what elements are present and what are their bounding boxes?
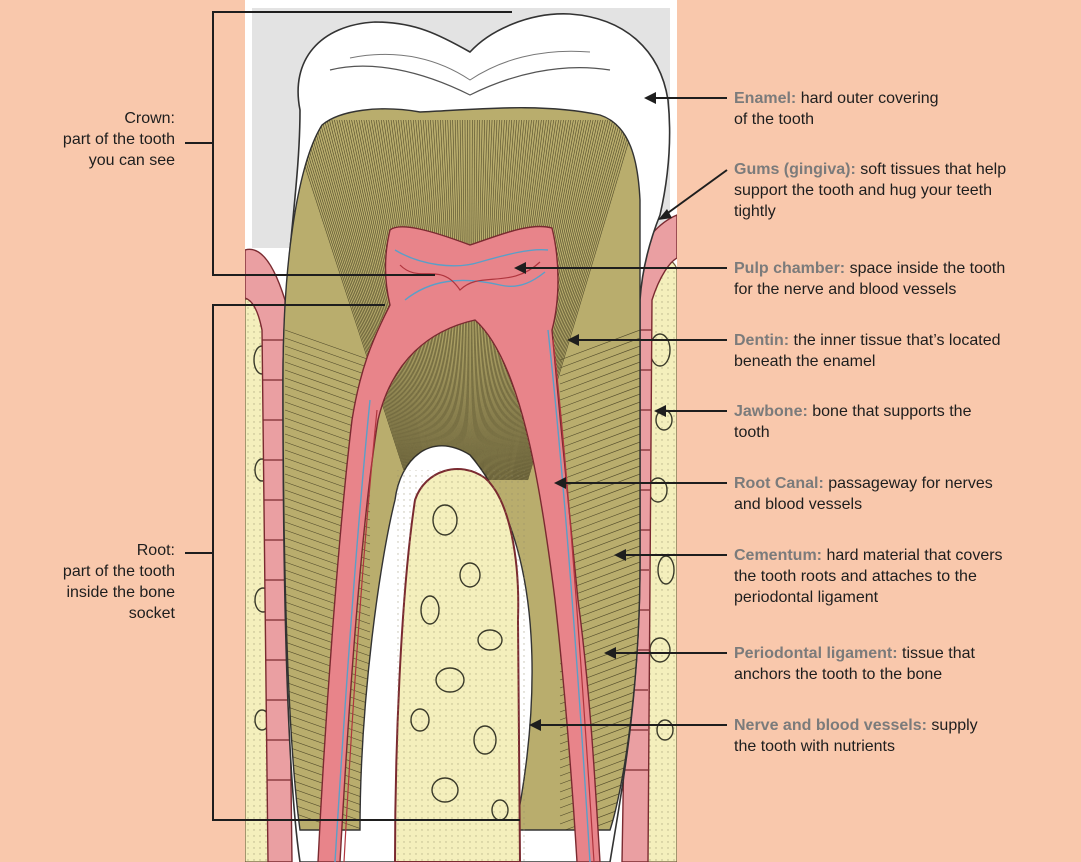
- label-dentin-term: Dentin:: [734, 332, 789, 349]
- label-enamel: Enamel: hard outer covering of the tooth: [734, 88, 1074, 130]
- label-enamel-term: Enamel:: [734, 90, 796, 107]
- label-periodontal-ligament: Periodontal ligament: tissue that anchor…: [734, 643, 1074, 685]
- label-periodontal-ligament-term: Periodontal ligament:: [734, 645, 898, 662]
- label-nerve-vessels: Nerve and blood vessels: supply the toot…: [734, 715, 1074, 757]
- label-cementum-term: Cementum:: [734, 547, 822, 564]
- root-label: Root: part of the tooth inside the bone …: [20, 540, 175, 624]
- crown-label: Crown: part of the tooth you can see: [20, 108, 175, 171]
- label-dentin: Dentin: the inner tissue that’s located …: [734, 330, 1074, 372]
- label-gums-term: Gums (gingiva):: [734, 161, 856, 178]
- label-pulp-chamber: Pulp chamber: space inside the tooth for…: [734, 258, 1074, 300]
- label-pulp-chamber-term: Pulp chamber:: [734, 260, 845, 277]
- label-nerve-vessels-term: Nerve and blood vessels:: [734, 717, 927, 734]
- inter-root-bone-illustration: [395, 469, 525, 862]
- label-root-canal: Root Canal: passageway for nerves and bl…: [734, 473, 1074, 515]
- label-root-canal-term: Root Canal:: [734, 475, 824, 492]
- label-gums: Gums (gingiva): soft tissues that help s…: [734, 159, 1074, 222]
- label-cementum: Cementum: hard material that covers the …: [734, 545, 1074, 608]
- label-jawbone: Jawbone: bone that supports the tooth: [734, 401, 1074, 443]
- label-jawbone-term: Jawbone:: [734, 403, 808, 420]
